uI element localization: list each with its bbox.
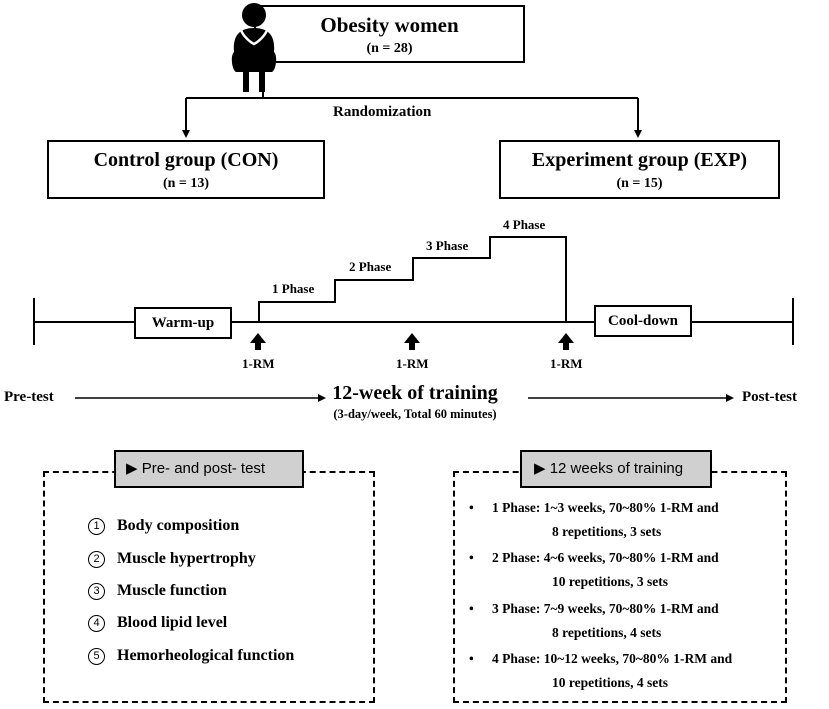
randomization-label: Randomization xyxy=(333,104,432,120)
warmup-label: Warm-up xyxy=(151,315,215,331)
circled-number-2: 2 xyxy=(88,551,105,568)
phase-label-1: 1 Phase xyxy=(272,281,315,296)
list-item-text: Blood lipid level xyxy=(117,614,228,631)
warmup-box: Warm-up xyxy=(134,307,232,339)
phase-label-4: 4 Phase xyxy=(503,217,546,232)
experiment-group-title: Experiment group (EXP) xyxy=(531,149,748,171)
phase-bullet-1: • xyxy=(469,500,474,515)
list-item-text: Body composition xyxy=(117,517,240,534)
pre-post-test-header-label: ▶ Pre- and post- test xyxy=(126,460,266,477)
list-item-text: Muscle function xyxy=(117,582,227,599)
cooldown-label: Cool-down xyxy=(607,313,678,329)
list-item-text: Hemorheological function xyxy=(117,647,295,664)
phase-bullet-3: • xyxy=(469,601,474,616)
arrowhead-right xyxy=(634,130,642,138)
cooldown-box: Cool-down xyxy=(594,305,692,337)
training-panel-header-label: ▶ 12 weeks of training xyxy=(534,460,684,477)
obesity-women-n: (n = 28) xyxy=(366,41,413,56)
rm-label-3: 1-RM xyxy=(550,356,583,371)
circled-number-4: 4 xyxy=(88,615,105,632)
pre-post-test-header: ▶ Pre- and post- test xyxy=(114,450,304,488)
list-item-text: Muscle hypertrophy xyxy=(117,550,256,567)
control-group-box: Control group (CON) (n = 13) xyxy=(47,140,325,199)
rm-label-1: 1-RM xyxy=(242,356,275,371)
phase-staircase xyxy=(258,236,567,322)
posttest-arrowhead xyxy=(726,394,734,402)
control-group-title: Control group (CON) xyxy=(93,149,279,171)
phase-label-3: 3 Phase xyxy=(426,238,469,253)
phase-2-line-2: 10 repetitions, 3 sets xyxy=(552,574,668,589)
arrowhead-left xyxy=(182,130,190,138)
phase-3-line-1: 3 Phase: 7~9 weeks, 70~80% 1-RM and xyxy=(492,601,719,616)
phase-4-line-2: 10 repetitions, 4 sets xyxy=(552,675,668,690)
list-item-body-composition: 1 Body composition xyxy=(88,517,239,535)
experiment-group-box: Experiment group (EXP) (n = 15) xyxy=(499,140,780,199)
training-title: 12-week of training xyxy=(332,382,498,404)
posttest-label: Post-test xyxy=(742,389,797,405)
phase-1-line-1: 1 Phase: 1~3 weeks, 70~80% 1-RM and xyxy=(492,500,719,515)
list-item-muscle-function: 3 Muscle function xyxy=(88,582,227,600)
rm-arrow-3 xyxy=(558,333,574,350)
pretest-arrowhead xyxy=(318,394,326,402)
circled-number-1: 1 xyxy=(88,518,105,535)
phase-label-2: 2 Phase xyxy=(349,259,392,274)
phase-4-line-1: 4 Phase: 10~12 weeks, 70~80% 1-RM and xyxy=(492,651,733,666)
rm-arrow-2 xyxy=(404,333,420,350)
phase-bullet-4: • xyxy=(469,651,474,666)
phase-1-line-2: 8 repetitions, 3 sets xyxy=(552,524,662,539)
experiment-group-n: (n = 15) xyxy=(616,176,663,191)
rm-label-2: 1-RM xyxy=(396,356,429,371)
phase-bullet-2: • xyxy=(469,550,474,565)
training-panel-header: ▶ 12 weeks of training xyxy=(520,450,712,488)
rm-arrow-1 xyxy=(250,333,266,350)
obesity-women-box: Obesity women (n = 28) xyxy=(254,5,525,63)
phase-2-line-1: 2 Phase: 4~6 weeks, 70~80% 1-RM and xyxy=(492,550,719,565)
circled-number-3: 3 xyxy=(88,583,105,600)
list-item-muscle-hypertrophy: 2 Muscle hypertrophy xyxy=(88,550,256,568)
circled-number-5: 5 xyxy=(88,648,105,665)
pretest-label: Pre-test xyxy=(4,389,54,405)
obesity-women-title: Obesity women xyxy=(320,13,459,37)
control-group-n: (n = 13) xyxy=(162,176,210,191)
list-item-blood-lipid: 4 Blood lipid level xyxy=(88,614,227,632)
training-subtitle: (3-day/week, Total 60 minutes) xyxy=(333,407,497,421)
list-item-hemorheological: 5 Hemorheological function xyxy=(88,647,294,665)
phase-3-line-2: 8 repetitions, 4 sets xyxy=(552,625,662,640)
